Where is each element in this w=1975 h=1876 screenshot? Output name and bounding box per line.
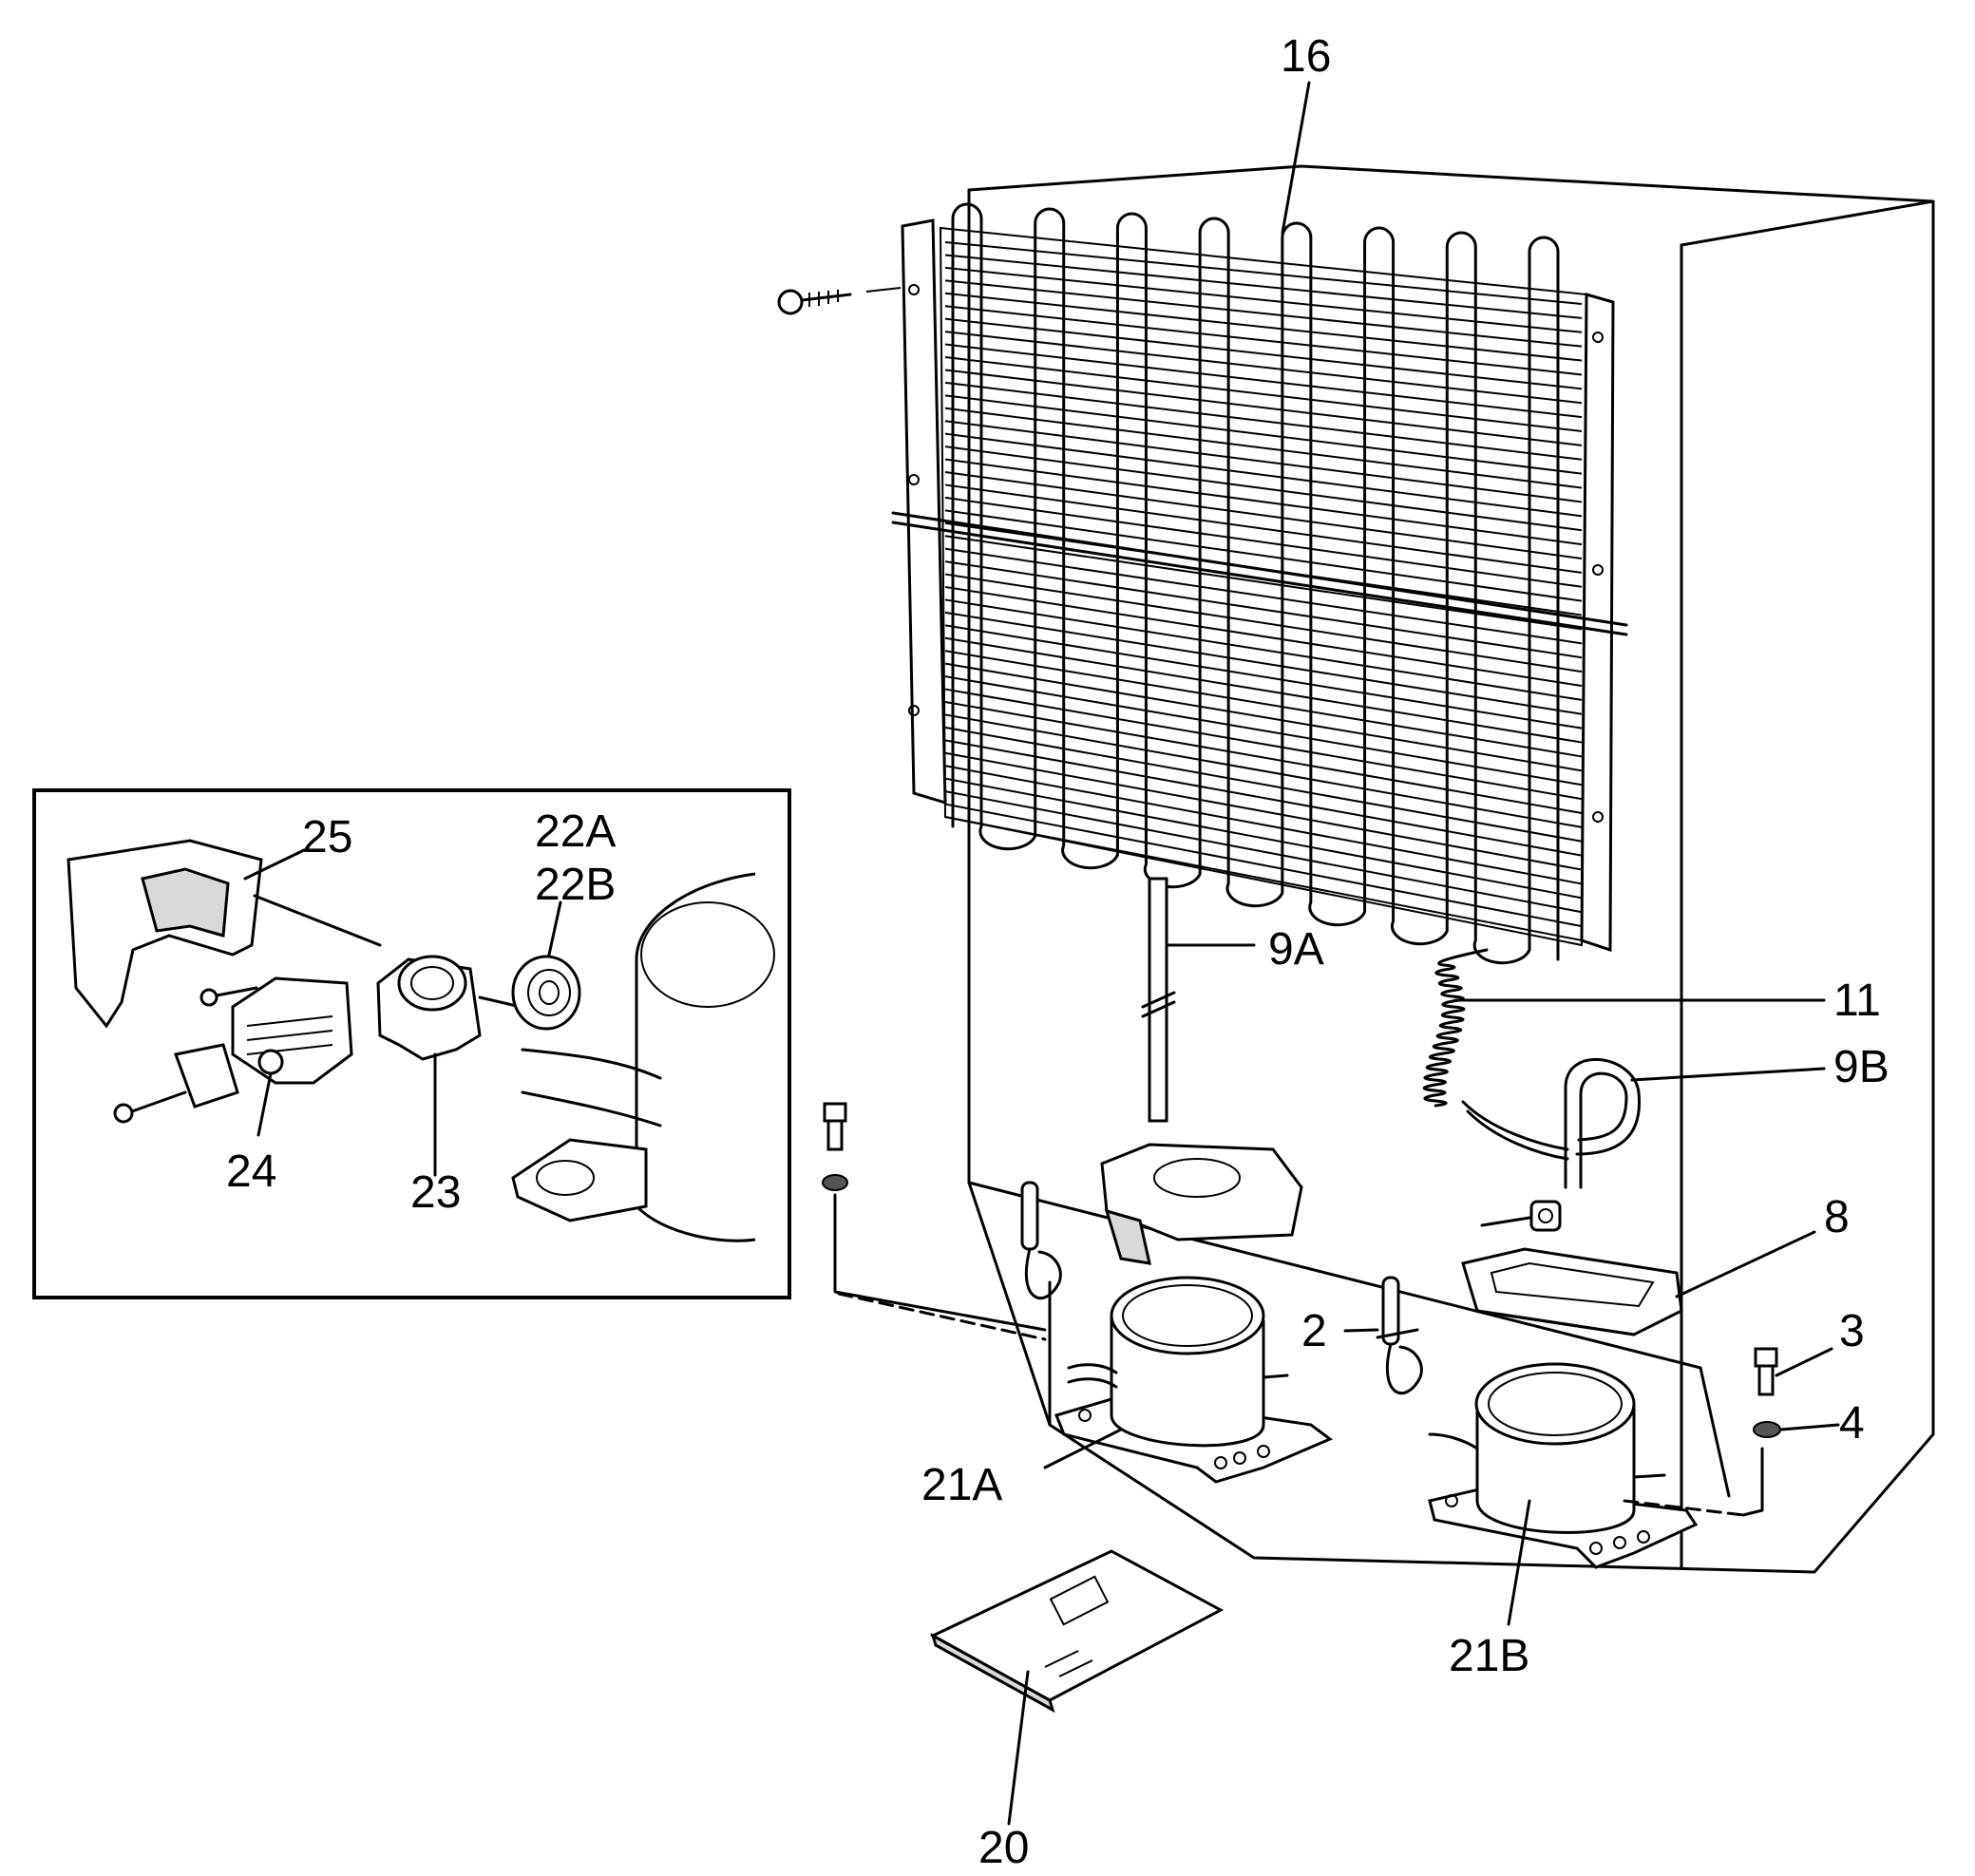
inset-screw-upper [199,986,258,1007]
capacitor-right [1376,1276,1423,1394]
evaporation-tray-upper [1100,1143,1303,1265]
callout-22b: 22B [535,860,617,910]
drain-tube-9a [1141,877,1176,1123]
condenser-coil [891,202,1628,965]
callout-9a: 9A [1268,924,1324,975]
compressor-21b [1428,1362,1699,1569]
callout-2: 2 [1301,1306,1327,1356]
callout-22a: 22A [535,806,617,857]
callout-20: 20 [978,1823,1030,1873]
callout-8: 8 [1824,1192,1850,1242]
callout-4: 4 [1839,1398,1865,1449]
inset-relay-23 [376,955,522,1061]
inset-box [32,788,791,1299]
drain-hose-9b [1564,1057,1642,1189]
spring-tube-11 [1422,948,1569,1161]
cabinet-outline [967,164,1935,1574]
callout-21b: 21B [1449,1631,1530,1681]
leader-lines [1007,81,1840,1826]
condenser-screw [777,287,902,315]
drip-tray-8 [1461,1247,1683,1336]
callout-11: 11 [1833,976,1881,1026]
callout-21a: 21A [921,1460,1003,1510]
inset-ptc-22 [511,955,581,1031]
inset-leader-lines [243,848,562,1177]
inset-overload-24 [173,1043,284,1109]
callout-23: 23 [410,1167,462,1218]
callout-25: 25 [302,812,353,862]
callout-24: 24 [226,1146,277,1197]
instruction-booklet-20 [929,1549,1225,1714]
compressor-21a [1054,1276,1333,1484]
mounting-bolt-3 [1754,1347,1778,1396]
capacitor-left [1020,1181,1062,1299]
hose-clip [1480,1200,1562,1232]
inset-screw-lower [113,1090,187,1124]
bolt-dashed-line [1623,1499,1745,1517]
bolt-guide-line [1741,1447,1764,1517]
inset-compressor [511,872,775,1242]
inset-terminal-cover-25 [66,839,382,1029]
callout-16: 16 [1281,31,1332,82]
mounting-bolt-left [822,1102,1047,1341]
callout-9b: 9B [1833,1042,1890,1092]
callout-3: 3 [1839,1306,1865,1356]
